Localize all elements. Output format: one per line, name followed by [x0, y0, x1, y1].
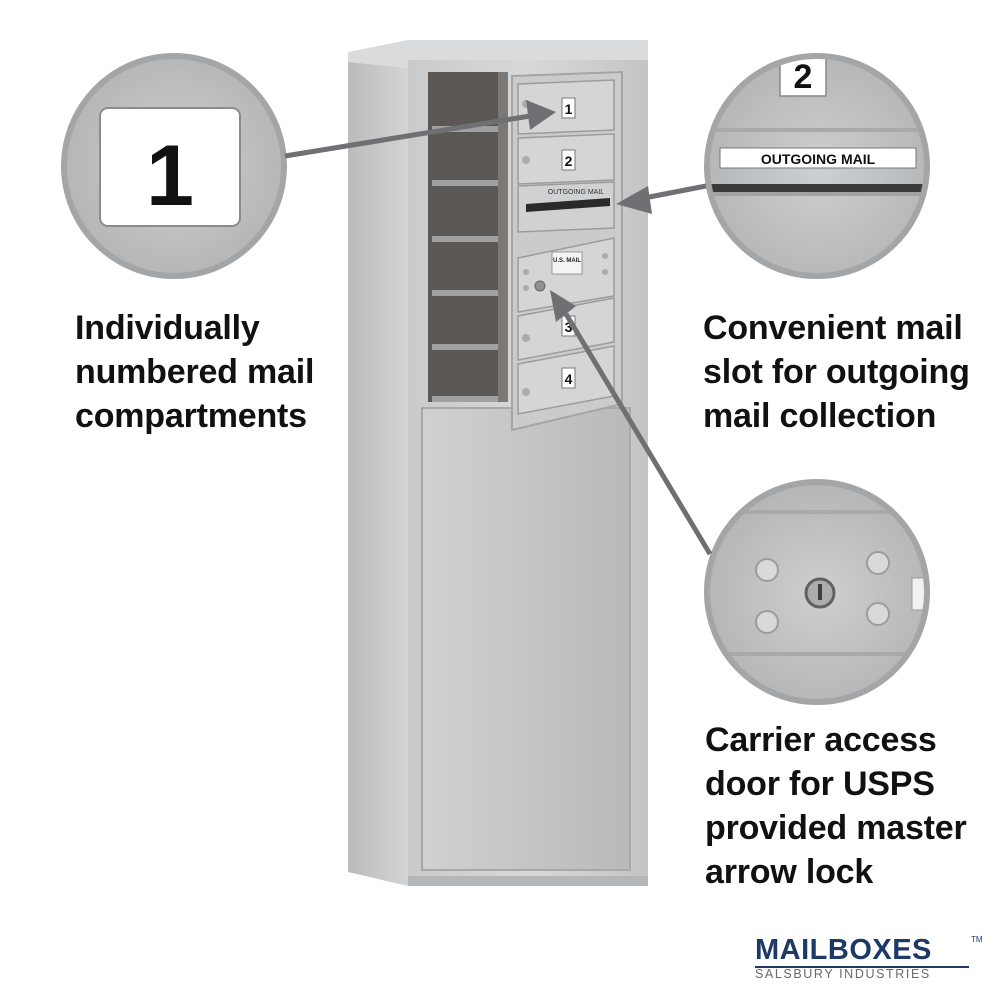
outgoing-mail-slot: OUTGOING MAIL	[517, 181, 615, 233]
compartment-door-2: 2	[517, 133, 615, 185]
compartment-number-3: 3	[565, 319, 573, 335]
cabinet-side	[348, 62, 408, 886]
caption-line: mail collection	[703, 397, 937, 435]
zoom-callout-lock	[704, 479, 930, 705]
mailbox-cabinet: 1 2 OUTGOING MAIL U.S. MAIL	[348, 40, 648, 886]
us-mail-label: U.S. MAIL	[553, 258, 581, 264]
compartment-shelves	[432, 126, 508, 402]
caption-line: Convenient mail	[703, 309, 963, 347]
caption-line: provided master	[705, 809, 967, 847]
arrow-to-lock	[550, 290, 713, 556]
brand-name: MAILBOXES	[755, 934, 932, 966]
zoom-number-label-2: 2	[794, 58, 813, 96]
brand-logo: MAILBOXES TM SALSBURY INDUSTRIES	[755, 935, 985, 981]
arrow-lock	[534, 280, 546, 292]
brand-tagline: SALSBURY INDUSTRIES	[755, 967, 931, 981]
compartment-number-2: 2	[565, 153, 573, 169]
caption-line: slot for outgoing	[703, 353, 970, 391]
slot-label: OUTGOING MAIL	[548, 189, 605, 196]
arrow-to-compartment	[284, 100, 556, 159]
caption-line: Carrier access	[705, 721, 937, 759]
compartment-number-1: 1	[565, 101, 573, 117]
arrow-to-slot	[616, 183, 707, 214]
caption-line: numbered mail	[75, 353, 315, 391]
zoom-number-label: 1	[146, 128, 194, 224]
caption-mail-slot: Convenient mail slot for outgoing mail c…	[703, 306, 970, 438]
zoom-outgoing-label: OUTGOING MAIL	[761, 151, 876, 167]
zoom-callout-outgoing: 2 OUTGOING MAIL	[704, 53, 930, 279]
brand-rule	[755, 966, 969, 968]
brand-trademark: TM	[971, 935, 983, 944]
caption-line: arrow lock	[705, 853, 874, 891]
caption-carrier-door: Carrier access door for USPS provided ma…	[705, 718, 967, 894]
caption-line: Individually	[75, 309, 260, 347]
caption-compartments: Individually numbered mail compartments	[75, 306, 314, 438]
caption-line: door for USPS	[705, 765, 935, 803]
caption-line: compartments	[75, 397, 307, 435]
compartment-door-3: 3	[517, 297, 615, 361]
carrier-access-panel: U.S. MAIL	[517, 237, 615, 313]
zoom-callout-number: 1	[61, 53, 287, 279]
pointer-arrows	[284, 100, 713, 556]
lower-panel	[421, 407, 631, 871]
compartment-number-4: 4	[565, 371, 573, 387]
